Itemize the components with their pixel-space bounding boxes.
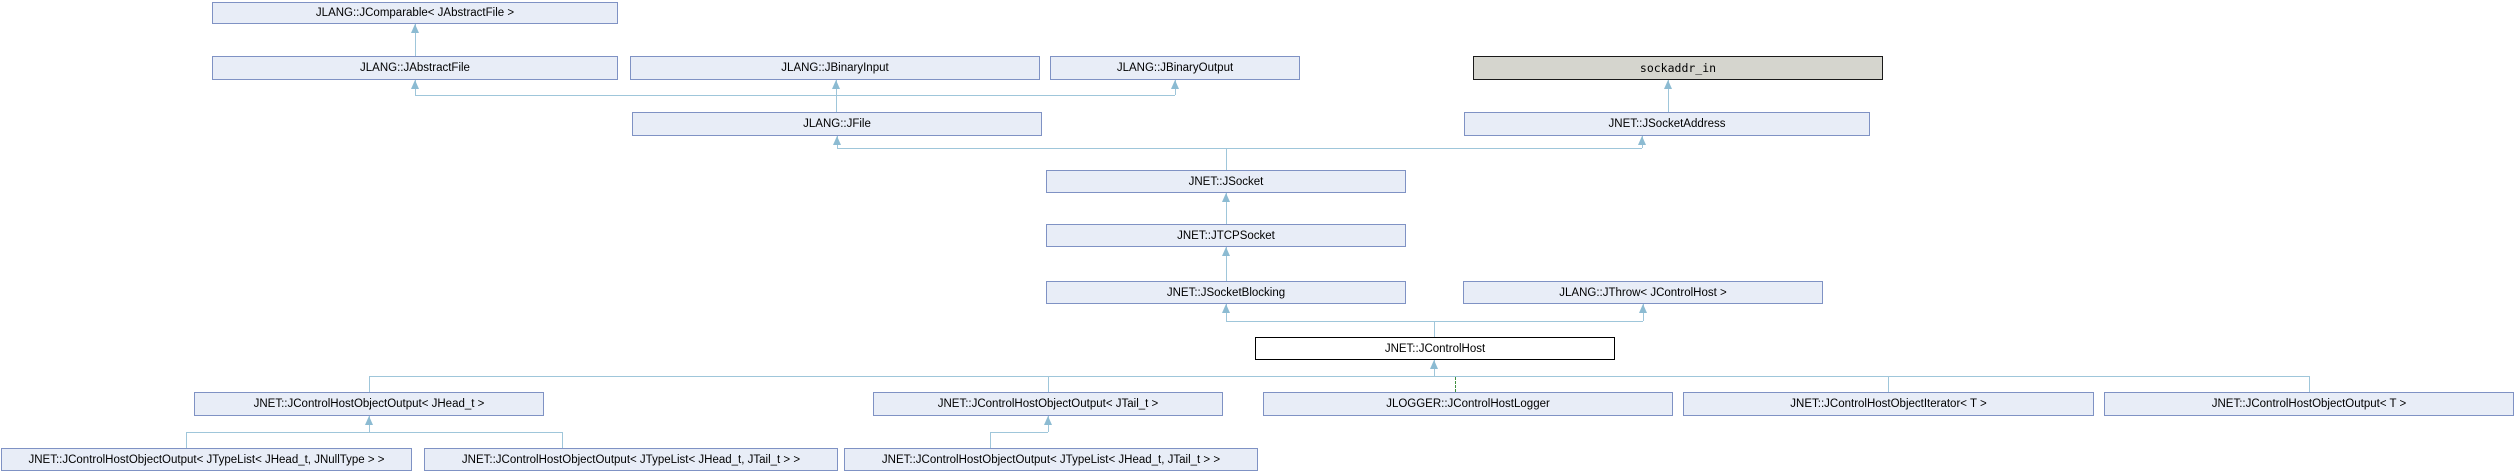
inheritance-arrowhead-icon: [833, 136, 841, 145]
class-node-jcontrolhostobjectoutput-jhead[interactable]: JNET::JControlHostObjectOutput< JHead_t …: [194, 392, 544, 416]
edge-segment: [415, 24, 416, 56]
inheritance-arrowhead-icon: [1044, 416, 1052, 425]
edge-segment: [562, 432, 563, 448]
class-node-jfile[interactable]: JLANG::JFile: [632, 112, 1042, 136]
class-node-jcontrolhostobjectoutput-typelist-nulltype[interactable]: JNET::JControlHostObjectOutput< JTypeLis…: [1, 448, 412, 471]
class-node-jcontrolhostobjectiterator-t[interactable]: JNET::JControlHostObjectIterator< T >: [1683, 392, 2094, 416]
edge-segment: [1226, 148, 1227, 170]
edge-segment: [837, 148, 1642, 149]
inheritance-arrowhead-icon: [1222, 193, 1230, 202]
class-node-jsocketaddress[interactable]: JNET::JSocketAddress: [1464, 112, 1870, 136]
edge-segment: [1226, 193, 1227, 224]
edge-segment: [2309, 376, 2310, 392]
class-node-jcontrolhostobjectoutput-t[interactable]: JNET::JControlHostObjectOutput< T >: [2104, 392, 2514, 416]
edge-segment: [415, 95, 1175, 96]
class-node-jbinaryinput[interactable]: JLANG::JBinaryInput: [630, 56, 1040, 80]
class-node-jcomparable[interactable]: JLANG::JComparable< JAbstractFile >: [212, 2, 618, 24]
inheritance-arrowhead-icon: [832, 80, 840, 89]
class-node-jcontrolhostobjectoutput-jtail[interactable]: JNET::JControlHostObjectOutput< JTail_t …: [873, 392, 1223, 416]
class-node-jcontrolhostobjectoutput-typelist-jtail-a[interactable]: JNET::JControlHostObjectOutput< JTypeLis…: [424, 448, 838, 471]
class-node-jsocketblocking[interactable]: JNET::JSocketBlocking: [1046, 281, 1406, 304]
inheritance-arrowhead-icon: [365, 416, 373, 425]
class-node-jabstractfile[interactable]: JLANG::JAbstractFile: [212, 56, 618, 80]
edge-segment: [1226, 247, 1227, 281]
class-node-jthrow[interactable]: JLANG::JThrow< JControlHost >: [1463, 281, 1823, 304]
inheritance-arrowhead-icon: [1664, 80, 1672, 89]
edge-segment: [369, 376, 370, 392]
class-node-jcontrolhostlogger[interactable]: JLOGGER::JControlHostLogger: [1263, 392, 1673, 416]
class-node-jsocket[interactable]: JNET::JSocket: [1046, 170, 1406, 193]
protected-inheritance-edge: [1455, 377, 1456, 392]
edge-segment: [369, 376, 2309, 377]
edge-segment: [990, 432, 991, 448]
edge-segment: [990, 432, 1048, 433]
edge-segment: [186, 432, 187, 448]
inheritance-arrowhead-icon: [411, 80, 419, 89]
class-node-sockaddr-in: sockaddr_in: [1473, 56, 1883, 80]
edge-segment: [1434, 321, 1435, 337]
edge-segment: [1668, 80, 1669, 112]
edge-segment: [1048, 376, 1049, 392]
inheritance-arrowhead-icon: [1222, 304, 1230, 313]
inheritance-arrowhead-icon: [1222, 247, 1230, 256]
inheritance-arrowhead-icon: [1430, 360, 1438, 369]
inheritance-arrowhead-icon: [1171, 80, 1179, 89]
inheritance-arrowhead-icon: [411, 24, 419, 33]
class-node-jbinaryoutput[interactable]: JLANG::JBinaryOutput: [1050, 56, 1300, 80]
class-node-jcontrolhost-focus: JNET::JControlHost: [1255, 337, 1615, 360]
inheritance-arrowhead-icon: [1639, 304, 1647, 313]
class-node-jcontrolhostobjectoutput-typelist-jtail-b[interactable]: JNET::JControlHostObjectOutput< JTypeLis…: [844, 448, 1258, 471]
class-node-jtcpsocket[interactable]: JNET::JTCPSocket: [1046, 224, 1406, 247]
inheritance-arrowhead-icon: [1638, 136, 1646, 145]
edge-segment: [1888, 376, 1889, 392]
edge-segment: [836, 80, 837, 112]
edge-segment: [186, 432, 562, 433]
